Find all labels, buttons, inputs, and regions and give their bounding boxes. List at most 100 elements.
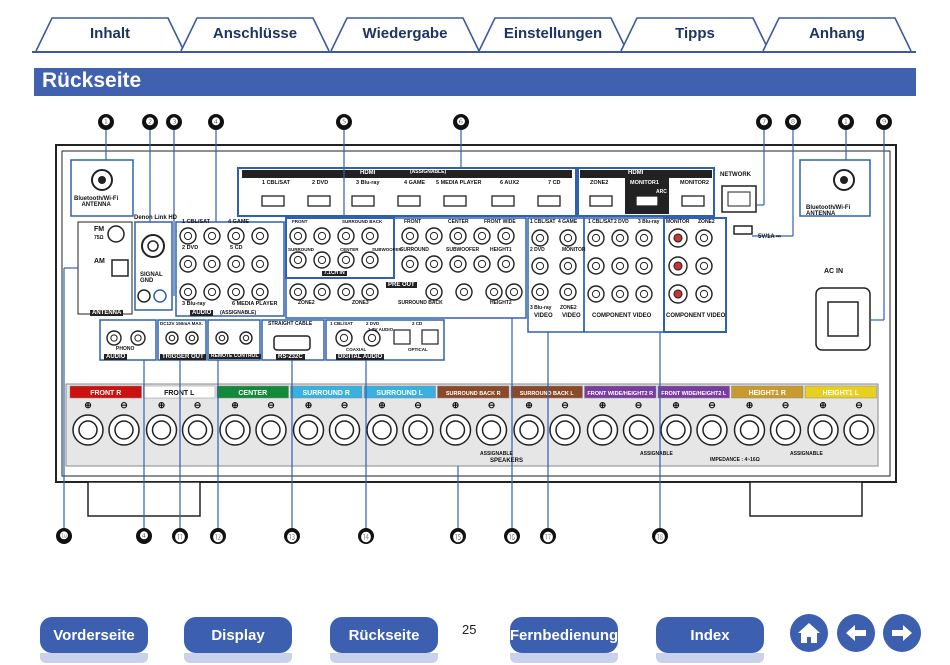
phono-label: PHONO <box>116 346 135 352</box>
forward-button[interactable] <box>883 614 921 652</box>
callout-marker: ⓯ <box>450 528 466 544</box>
polarity-mark: ⊕ <box>672 400 680 410</box>
polarity-mark: ⊖ <box>414 400 422 410</box>
hdmi-out-port-label: MONITOR2 <box>680 180 709 186</box>
speaker-terminal <box>660 414 692 446</box>
audio-phono-label: AUDIO <box>104 354 128 361</box>
component-in-label: COMPONENT VIDEO <box>592 313 652 319</box>
callout-marker: ❾ <box>876 114 892 130</box>
assignable-label-1: ASSIGNABLE <box>480 451 513 457</box>
7ch-in-label: 7.1CH IN <box>322 270 347 277</box>
nav-button-2[interactable]: Display <box>184 617 292 663</box>
bt-antenna-right-box <box>799 159 871 217</box>
polarity-mark: ⊖ <box>561 400 569 410</box>
component-out-label: COMPONENT VIDEO <box>666 313 726 319</box>
rs232-top-label: STRAIGHT CABLE <box>268 321 313 327</box>
video-in-label: VIDEO <box>534 313 553 319</box>
speaker-terminal <box>439 414 472 446</box>
speaker-group-label: SURROUND R <box>303 390 350 397</box>
hdmi-in-port-label: 3 Blu-ray <box>356 180 380 186</box>
tab-6[interactable]: Anhang <box>762 16 912 52</box>
speaker-terminal <box>622 414 655 446</box>
usb-port <box>733 225 753 235</box>
hdmi-in-port-label: 2 DVD <box>312 180 329 186</box>
speaker-group-header <box>69 385 142 399</box>
section-title-bar: Rückseite <box>34 68 916 96</box>
callout-marker: ❸ <box>166 114 182 130</box>
speaker-group-header <box>290 385 363 399</box>
callout-marker: ❹ <box>208 114 224 130</box>
tab-label: Anschlüsse <box>212 24 298 42</box>
speaker-group-label: SURROUND L <box>376 390 423 397</box>
bt-antenna-left-label: Bluetooth/Wi-Fi ANTENNA <box>74 196 119 209</box>
tab-label: Wiedergabe <box>362 24 448 42</box>
hdmi-in-port-label: 6 AUX2 <box>500 180 520 186</box>
video-port-label: 3 Blu-ray <box>530 305 552 311</box>
speaker-group-label: SURROUND BACK R <box>446 391 501 397</box>
speaker-group-header <box>363 385 436 399</box>
audio-in-label: AUDIO <box>190 310 214 317</box>
nav-button-5[interactable]: Index <box>656 617 764 663</box>
tab-1[interactable]: Inhalt <box>35 16 185 52</box>
speaker-group-header <box>584 385 657 399</box>
nav-button-3[interactable]: Rückseite <box>330 617 438 663</box>
tab-2[interactable]: Anschlüsse <box>180 16 330 52</box>
speaker-terminal <box>328 414 361 446</box>
speaker-group-header <box>216 385 289 399</box>
arrow-left-icon <box>846 625 866 641</box>
page-number: 25 <box>462 622 477 637</box>
nav-button-1[interactable]: Vorderseite <box>40 617 148 663</box>
nav-button-4[interactable]: Fernbedienung <box>510 617 618 663</box>
callout-marker: ⓫ <box>172 528 188 544</box>
hdmi-in-sub-label: (ASSIGNABLE) <box>410 169 447 175</box>
speaker-group-header <box>437 385 510 399</box>
callout-marker: ❿ <box>56 528 72 544</box>
7ch-in-port-label: SURROUND BACK <box>342 219 383 224</box>
tab-label: Anhang <box>809 24 865 42</box>
hdmi-out-label: HDMI <box>628 170 644 176</box>
hdmi-port <box>589 195 613 207</box>
arrow-right-icon <box>892 625 912 641</box>
hdmi-port <box>681 195 705 207</box>
tab-4[interactable]: Einstellungen <box>478 16 628 52</box>
hdmi-in-label: HDMI <box>360 170 376 176</box>
pre-out-port-label: SURROUND <box>400 247 429 253</box>
fm-ohm-label: 75Ω <box>94 235 104 241</box>
speaker-terminal <box>513 414 545 446</box>
speaker-terminal <box>402 414 434 446</box>
tab-5[interactable]: Tipps <box>620 16 770 52</box>
coaxial-label: COAXIAL <box>346 347 367 352</box>
hdmi-out-port-label: MONITOR1 <box>630 180 659 186</box>
video-port-label: MONITOR <box>562 247 586 253</box>
speaker-terminal <box>292 414 325 446</box>
speaker-group-label: SURROUND BACK L <box>520 391 575 397</box>
digital-audio-label: DIGITAL AUDIO <box>336 354 385 361</box>
speaker-group-label: HEIGHT1 R <box>749 390 786 397</box>
fm-jack <box>107 225 125 243</box>
signal-gnd-label: SIGNAL GND <box>140 272 163 285</box>
hdmi-port <box>443 195 467 207</box>
tab-label: Einstellungen <box>503 24 603 42</box>
back-button[interactable] <box>837 614 875 652</box>
pre-out-port-label: HEIGHT2 <box>490 300 512 306</box>
video-port-label: ZONE2 <box>560 305 577 311</box>
speaker-terminal <box>807 414 839 446</box>
speaker-terminal <box>475 414 508 446</box>
speaker-terminal <box>586 414 619 446</box>
speaker-group-label: FRONT WIDE/HEIGHT2 L <box>661 391 727 397</box>
callout-marker: ❹ <box>136 528 152 544</box>
polarity-mark: ⊖ <box>194 400 202 410</box>
hdmi-port <box>351 195 375 207</box>
impedance-label: IMPEDANCE : 4~16Ω <box>710 457 760 463</box>
hdmi-port <box>397 195 421 207</box>
callout-marker: ❺ <box>336 114 352 130</box>
callout-marker: ❶ <box>838 114 854 130</box>
digital-port-label: 1 CBL/SAT <box>330 321 353 326</box>
polarity-mark: ⊖ <box>635 400 643 410</box>
audio-in-port-label: 4 GAME <box>228 219 250 225</box>
tab-3[interactable]: Wiedergabe <box>330 16 480 52</box>
speaker-terminal <box>366 414 398 446</box>
pre-out-port-label: SURROUND BACK <box>398 300 443 306</box>
pre-out-port-label: CENTER <box>448 219 469 225</box>
home-button[interactable] <box>790 614 828 652</box>
